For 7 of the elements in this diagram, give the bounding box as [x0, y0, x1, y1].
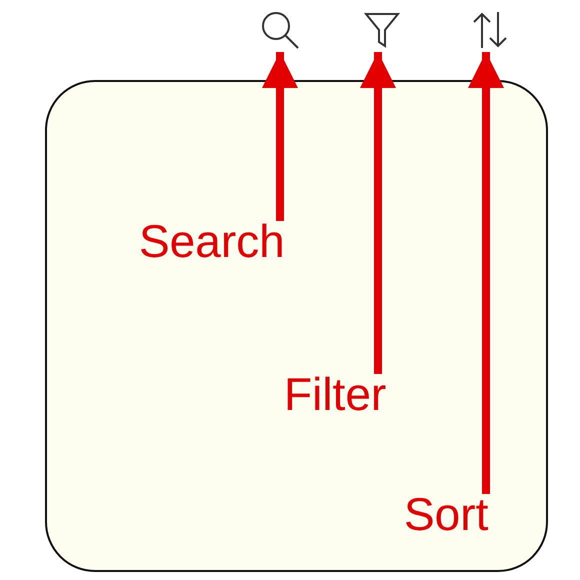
callout-label: Sort	[404, 490, 488, 538]
callout-label: Search	[139, 217, 285, 265]
arrow	[468, 52, 504, 494]
callout-label: Filter	[284, 370, 386, 418]
arrow	[262, 52, 298, 221]
arrow	[360, 52, 396, 374]
panel	[45, 80, 548, 572]
